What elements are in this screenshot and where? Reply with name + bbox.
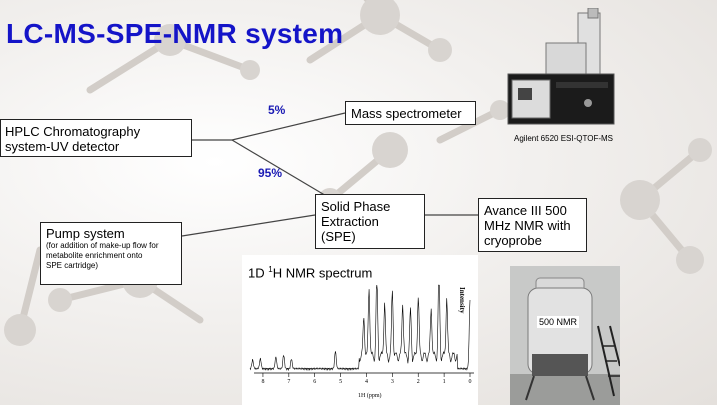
nmr-label-line-2: MHz NMR with [484,218,571,233]
pump-note-line-2: metabolite enrichment onto [46,251,143,260]
spectrum-title-prefix: 1D [248,265,269,281]
hplc-box: HPLC Chromatography system-UV detector [0,119,192,157]
instrument-caption: Agilent 6520 ESI-QTOF-MS [514,134,613,143]
spectrum-title-superscript: 1 [268,265,273,274]
spectrum-tick-label: 0 [468,379,472,385]
spectrum-tick-label: 6 [313,379,317,385]
spectrum-title: 1D 1H NMR spectrum [248,265,372,280]
mass-spectrometer-image [507,8,615,125]
spectrum-title-suffix: H NMR spectrum [272,265,373,281]
split-percent-spe: 95% [258,166,283,180]
spectrum-tick-label: 1 [442,379,446,385]
spectrum-plot [249,284,474,377]
pump-note-line-3: SPE cartridge) [46,261,99,270]
spe-label-line-1: Solid Phase [321,199,391,214]
pump-note-line-1: (for addition of make-up flow for [46,241,159,250]
split-percent-ms: 5% [268,103,286,117]
nmr-label-line-3: cryoprobe [484,233,542,248]
spectrum-tick-label: 5 [339,379,343,385]
spectrum-tick-label: 8 [261,379,265,385]
spectrum-tick-label: 4 [364,379,368,385]
hplc-label-line-2: system-UV detector [5,139,120,154]
mass-spectrometer-box: Mass spectrometer [345,101,476,125]
spe-box: Solid Phase Extraction (SPE) [315,194,425,249]
spectrum-x-label: 1H (ppm) [358,393,382,399]
magnet-drawing [510,266,620,405]
slide-title: LC-MS-SPE-NMR system [6,18,344,49]
spectrum-tick-label: 3 [390,379,394,385]
spectrum-tick-label: 2 [416,379,420,385]
nmr-label-line-1: Avance III 500 [484,203,567,218]
pump-title: Pump system [46,226,125,241]
spe-label-line-3: (SPE) [321,229,356,244]
spe-label-line-2: Extraction [321,214,379,229]
nmr-box: Avance III 500 MHz NMR with cryoprobe [478,198,587,252]
magnet-label: 500 NMR [537,316,580,328]
spectrum-tick-label: 7 [287,379,291,385]
nmr-magnet-photo: 500 NMR [510,266,620,405]
hplc-label-line-1: HPLC Chromatography [5,124,141,139]
pump-system-box: Pump system (for addition of make-up flo… [40,222,182,285]
